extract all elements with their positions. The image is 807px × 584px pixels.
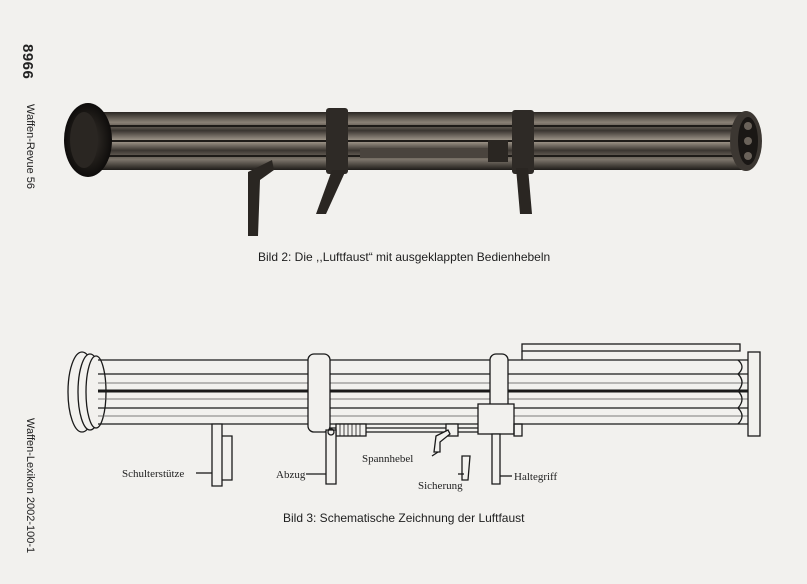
schematic-cocking-lever [433, 429, 451, 453]
photo-clamp-front [326, 108, 348, 174]
label-sicherung: Sicherung [418, 480, 463, 492]
label-abzug: Abzug [276, 469, 306, 481]
photo-launcher-body [64, 103, 762, 236]
leader-spannhebel [431, 451, 439, 457]
schematic-launcher-body [67, 343, 761, 437]
label-spannhebel: Spannhebel [362, 453, 413, 465]
label-haltegriff: Haltegriff [514, 471, 558, 483]
schematic-shoulder-rest-pad [222, 435, 233, 481]
photo-trigger-lever [316, 170, 346, 214]
schematic-trigger [325, 429, 337, 485]
schematic-trigger-pivot [327, 428, 335, 436]
schematic-safety [461, 455, 471, 481]
caption-bild-3: Bild 3: Schematische Zeichnung der Luftf… [283, 511, 525, 525]
photo-shoulder-rest [248, 160, 274, 236]
photo-clamp-rear [512, 110, 534, 174]
caption-bild-2: Bild 2: Die ,,Luftfaust“ mit ausgeklappt… [258, 250, 551, 264]
label-schulterstuetze: Schulterstütze [122, 468, 184, 480]
schematic-grip [491, 433, 501, 485]
schematic-shoulder-rest [211, 423, 223, 487]
photo-grip [516, 168, 532, 214]
